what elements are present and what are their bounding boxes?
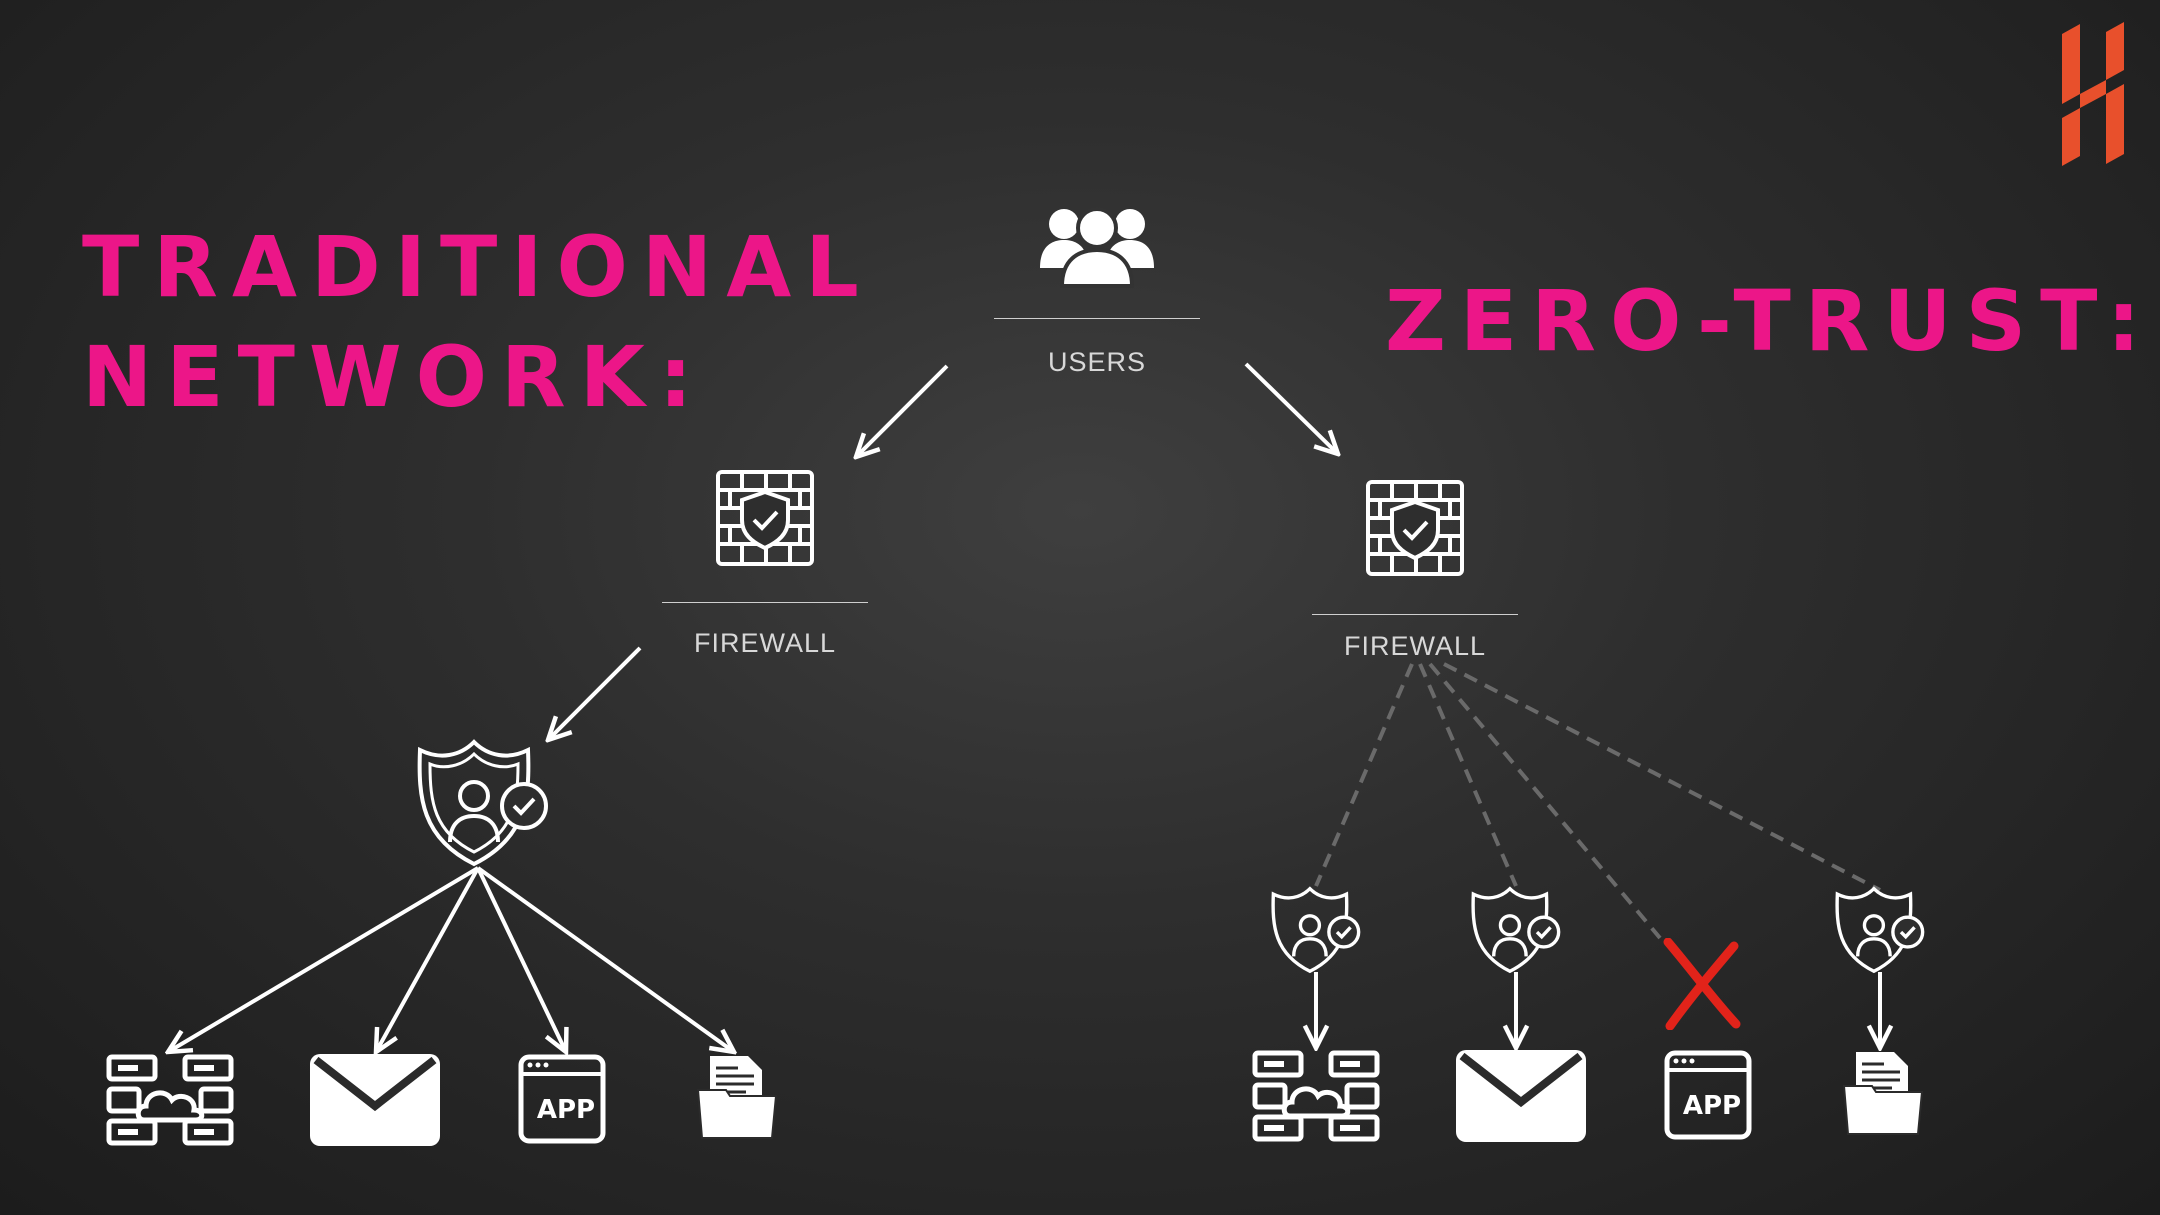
arrow-users-to-firewall-left xyxy=(856,364,949,457)
mail-icon xyxy=(1456,1050,1586,1142)
firewall-right-label: FIREWALL xyxy=(1343,631,1487,661)
firewall-icon xyxy=(1366,480,1464,576)
arrow-shield-to-server xyxy=(168,866,480,1052)
firewall-right-rule xyxy=(1312,614,1518,615)
firewall-icon xyxy=(716,470,814,566)
arrow-firewall-to-shield xyxy=(548,646,642,740)
heading-line-1: TRADITIONAL xyxy=(82,218,873,316)
user-shield-icon xyxy=(1271,886,1361,974)
user-shield-icon xyxy=(417,739,548,867)
blocked-cross-icon xyxy=(1663,938,1741,1030)
heading-line-2: NETWORK: xyxy=(82,328,707,426)
dashed-firewall-to-blocked xyxy=(1428,662,1662,940)
app-text: APP xyxy=(537,1095,595,1125)
dashed-firewall-to-shield-1 xyxy=(1314,663,1414,887)
brand-logo-icon xyxy=(2062,22,2124,166)
firewall-left-label: FIREWALL xyxy=(693,628,837,658)
user-shield-icon xyxy=(1471,886,1561,974)
zero-trust-heading: ZERO-TRUST: xyxy=(1385,272,2155,370)
firewall-left-rule xyxy=(662,602,868,603)
folder-icon xyxy=(1842,1052,1924,1135)
users-rule xyxy=(994,318,1200,319)
app-icon: APP xyxy=(518,1054,606,1144)
traditional-network-heading: TRADITIONAL NETWORK: xyxy=(82,212,873,432)
arrow-shield-to-app xyxy=(476,867,566,1052)
cloud-server-icon xyxy=(1252,1050,1380,1142)
arrow-shield-to-mail xyxy=(376,867,480,1052)
app-icon: APP xyxy=(1664,1050,1752,1140)
dashed-firewall-to-shield-2 xyxy=(1418,663,1518,887)
arrow-users-to-firewall-right xyxy=(1244,362,1338,454)
folder-icon xyxy=(696,1056,778,1139)
cloud-server-icon xyxy=(106,1054,234,1146)
app-text: APP xyxy=(1683,1091,1741,1121)
users-icon xyxy=(1040,207,1154,288)
mail-icon xyxy=(310,1054,440,1146)
arrow-shield-to-folder xyxy=(476,866,734,1052)
dashed-firewall-to-shield-4 xyxy=(1443,662,1881,892)
users-label: USERS xyxy=(1047,347,1147,377)
user-shield-icon xyxy=(1835,886,1925,974)
